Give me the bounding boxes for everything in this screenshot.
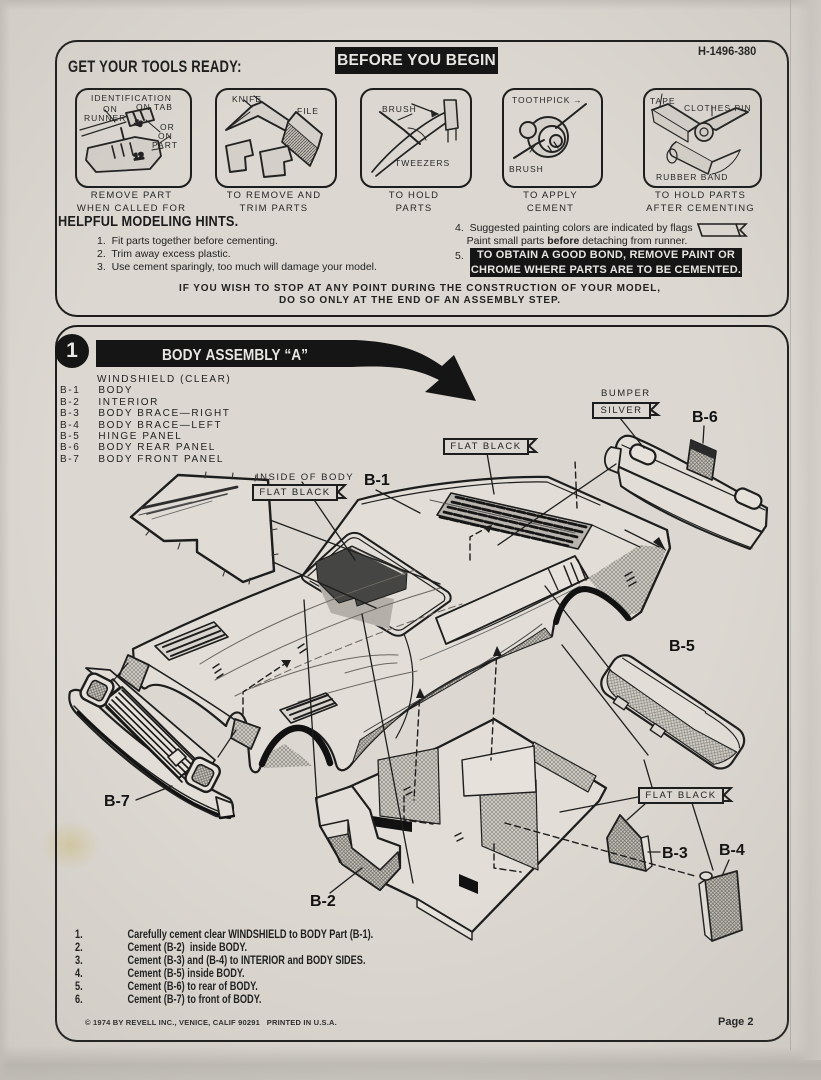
svg-text:16: 16 <box>133 119 143 128</box>
svg-text:BODY ASSEMBLY “A”: BODY ASSEMBLY “A” <box>162 347 308 364</box>
svg-text:12: 12 <box>133 151 144 162</box>
